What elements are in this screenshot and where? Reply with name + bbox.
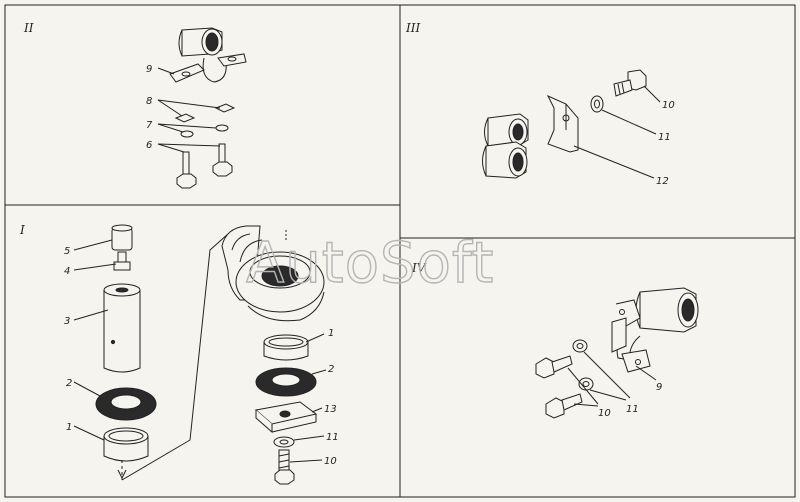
callout-p1-2-left: 2 (66, 378, 72, 389)
washer-11-right (273, 436, 295, 448)
cap-5 (111, 224, 133, 251)
washer-11 (590, 95, 604, 113)
plate-13 (254, 401, 318, 434)
bolt-10-right (274, 449, 295, 485)
callout-p4-11: 11 (626, 404, 639, 415)
callout-p1-5: 5 (64, 246, 70, 257)
pin-3 (103, 283, 141, 373)
bracket-9 (169, 53, 247, 83)
callout-p4-9: 9 (656, 382, 662, 393)
callout-p1-3: 3 (64, 316, 70, 327)
callout-p3-11: 11 (658, 132, 671, 143)
callout-p2-8: 8 (146, 96, 152, 107)
panel-label-ii: II (23, 21, 34, 35)
bolt-10-iv-a (535, 355, 573, 379)
fitting-4 (113, 251, 131, 271)
lock-washer-7b (215, 124, 229, 132)
seal-2-left (95, 387, 157, 421)
callout-p2-9: 9 (146, 64, 152, 75)
panel-label-iii: III (405, 21, 420, 35)
callout-p3-10: 10 (662, 100, 675, 111)
callout-p1-11: 11 (326, 432, 339, 443)
plate-washer-8b (214, 103, 236, 113)
panel-ii-parts: 9 8 7 6 (146, 27, 247, 189)
callout-p2-6: 6 (146, 140, 152, 151)
bolt-10-iv-b (545, 393, 583, 419)
panel-iv-parts: 10 11 9 (535, 287, 699, 419)
washer-11-iv-b (578, 377, 594, 391)
panel-frames (4, 4, 796, 498)
bushing-upper (484, 113, 529, 147)
washer-11-iv-a (572, 339, 588, 353)
callout-p1-1-left: 1 (66, 422, 72, 433)
watermark: AutoSoft (246, 231, 495, 296)
bolt-10 (613, 69, 647, 97)
callout-p1-13: 13 (324, 404, 337, 415)
callout-p1-1-right: 1 (328, 328, 334, 339)
bushing-1-right (263, 334, 309, 361)
callout-p1-2-right: 2 (328, 364, 334, 375)
plate-washer-8a (174, 113, 196, 123)
bracket-9-iv (611, 299, 651, 373)
housing-eye (221, 225, 325, 322)
panel-iii-parts: 10 11 12 (482, 69, 675, 187)
bolt-6b (212, 143, 233, 177)
panel-i-parts: 5 4 3 2 1 1 2 13 11 10 (64, 224, 339, 485)
callout-p3-12: 12 (656, 176, 669, 187)
callout-p1-10: 10 (324, 456, 337, 467)
callout-p1-4: 4 (64, 266, 70, 277)
callout-p4-10: 10 (598, 408, 611, 419)
bolt-6a (176, 151, 197, 189)
bracket-12 (546, 94, 579, 153)
bushing-1-left (103, 427, 149, 462)
bushing-9 (178, 27, 223, 57)
panel-label-i: I (19, 223, 25, 237)
seal-2-right (255, 367, 317, 397)
lock-washer-7a (180, 130, 194, 138)
callout-p2-7: 7 (146, 120, 153, 131)
bushing-iv (635, 287, 699, 333)
bushing-lower (482, 141, 528, 179)
panel-label-iv: IV (411, 261, 427, 275)
